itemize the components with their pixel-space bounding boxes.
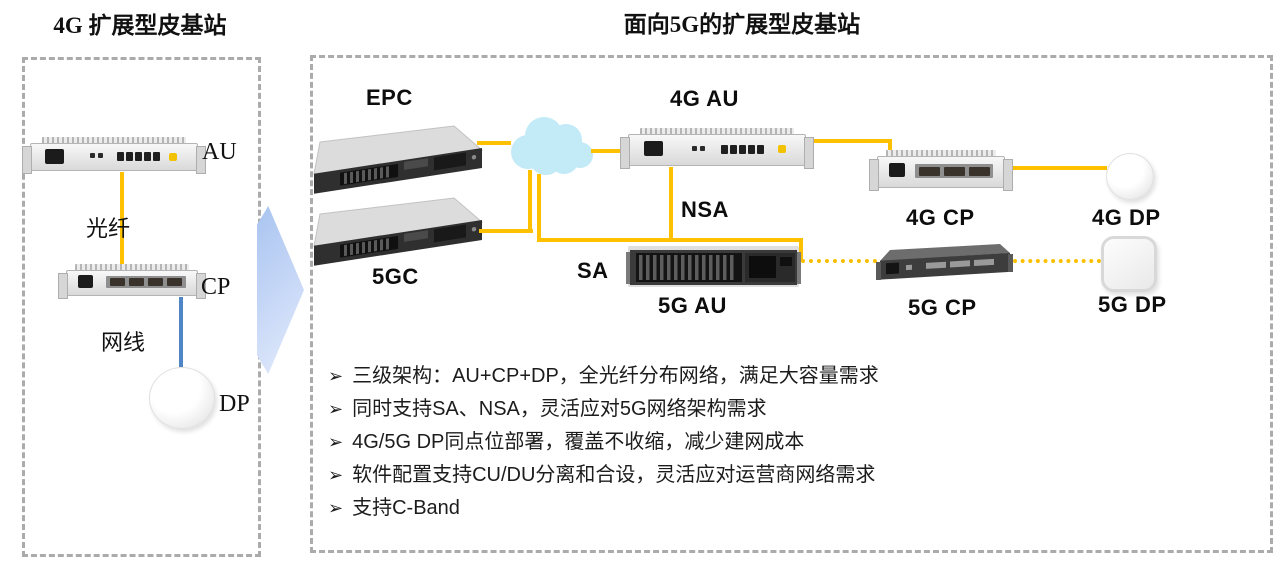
5g-dp-label: 5G DP — [1098, 292, 1167, 317]
bullet-arrow-icon: ➢ — [328, 432, 344, 452]
line-cloud-down-1 — [528, 170, 532, 233]
rack-ear — [869, 159, 879, 191]
rack-power-port — [888, 162, 905, 177]
rack-power-port — [77, 274, 93, 288]
line-5gc-horizontal — [479, 229, 533, 233]
ethernet-line — [179, 297, 183, 367]
line-sa-drop — [799, 238, 803, 262]
rack-ear — [804, 137, 814, 169]
sa-label: SA — [577, 258, 609, 283]
5g-au-label: 5G AU — [658, 293, 727, 318]
dotted-line-5gau-5gcp — [801, 259, 877, 263]
bullet-text: 4G/5G DP同点位部署，覆盖不收缩，减少建网成本 — [352, 431, 805, 453]
rack-fins — [75, 264, 189, 271]
rack-fins — [41, 137, 187, 144]
bullet-text: 同时支持SA、NSA，灵活应对5G网络架构需求 — [352, 398, 767, 420]
4g-au-label: 4G AU — [670, 86, 739, 111]
5g-cp-label: 5G CP — [908, 295, 977, 320]
cp-rack-device-icon — [58, 264, 206, 299]
right-panel-title: 面向5G的扩展型皮基站 — [623, 12, 861, 37]
5gc-label: 5GC — [372, 264, 419, 289]
rack-led-yellow — [777, 145, 786, 154]
bullet-text: 三级架构：AU+CP+DP，全光纤分布网络，满足大容量需求 — [352, 365, 879, 387]
dotted-line-5gcp-5gdp — [1013, 259, 1101, 263]
transition-arrow-icon — [257, 206, 304, 374]
rack-ear — [196, 273, 206, 299]
fiber-label: 光纤 — [86, 216, 131, 241]
bullet-arrow-icon: ➢ — [328, 498, 344, 518]
line-epc-cloud — [477, 141, 511, 145]
rack-power-port — [644, 140, 664, 156]
4g-dp-label: 4G DP — [1092, 205, 1161, 230]
line-nsa-vertical — [669, 167, 673, 242]
bullet-text: 软件配置支持CU/DU分离和合设，灵活应对运营商网络需求 — [352, 464, 876, 486]
left-panel-box — [22, 57, 261, 557]
bullet-item: ➢ 软件配置支持CU/DU分离和合设，灵活应对运营商网络需求 — [328, 459, 988, 492]
nsa-label: NSA — [681, 197, 729, 222]
line-4gau-right — [812, 139, 892, 143]
rack-led-yellow — [169, 152, 178, 161]
5gc-server-icon — [313, 197, 484, 266]
line-4gcp-4gdp — [1012, 166, 1107, 170]
bullet-arrow-icon: ➢ — [328, 465, 344, 485]
cp-label: CP — [201, 274, 231, 300]
rack-ports — [720, 144, 764, 154]
rack-power-port — [45, 148, 65, 164]
au-rack-device-icon — [22, 137, 206, 174]
au-label: AU — [202, 139, 237, 165]
4g-au-rack-device-icon — [620, 128, 814, 169]
left-panel-title: 4G 扩展型皮基站 — [53, 13, 227, 38]
rack-ear — [620, 137, 630, 169]
line-cloud-4gau — [591, 149, 632, 153]
bullet-text: 支持C-Band — [352, 497, 460, 519]
epc-server-icon — [313, 125, 484, 194]
bullet-item: ➢ 三级架构：AU+CP+DP，全光纤分布网络，满足大容量需求 — [328, 360, 988, 393]
rack-ear — [58, 273, 68, 299]
5g-dp-access-point-icon — [1101, 236, 1157, 292]
5g-cp-device-icon — [876, 244, 1013, 280]
bullet-arrow-icon: ➢ — [328, 399, 344, 419]
rack-ear — [22, 146, 32, 174]
cloud-icon — [511, 117, 593, 175]
4g-dp-access-point-icon — [1106, 153, 1154, 200]
cable-label: 网线 — [101, 330, 146, 355]
4g-cp-label: 4G CP — [906, 205, 975, 230]
dp-label: DP — [219, 391, 250, 417]
rack-fins — [885, 150, 997, 157]
rack-leds — [692, 146, 706, 152]
rack-leds — [90, 153, 104, 159]
bullet-arrow-icon: ➢ — [328, 366, 344, 386]
epc-label: EPC — [366, 85, 413, 110]
dp-access-point-icon — [149, 367, 215, 429]
rack-ear — [1003, 159, 1013, 191]
rack-fins — [640, 128, 794, 135]
feature-bullet-list: ➢ 三级架构：AU+CP+DP，全光纤分布网络，满足大容量需求 ➢ 同时支持SA… — [328, 360, 988, 525]
bullet-item: ➢ 同时支持SA、NSA，灵活应对5G网络架构需求 — [328, 393, 988, 426]
4g-cp-rack-device-icon — [869, 150, 1013, 191]
rack-ear — [196, 146, 206, 174]
bullet-item: ➢ 4G/5G DP同点位部署，覆盖不收缩，减少建网成本 — [328, 426, 988, 459]
bullet-item: ➢ 支持C-Band — [328, 492, 988, 525]
rack-ports — [117, 151, 161, 161]
rack-port-strip — [105, 276, 187, 288]
5g-au-server-icon — [626, 246, 801, 287]
line-cloud-down-2 — [537, 174, 541, 242]
rack-port-strip — [915, 164, 994, 179]
fiber-line — [120, 172, 124, 267]
